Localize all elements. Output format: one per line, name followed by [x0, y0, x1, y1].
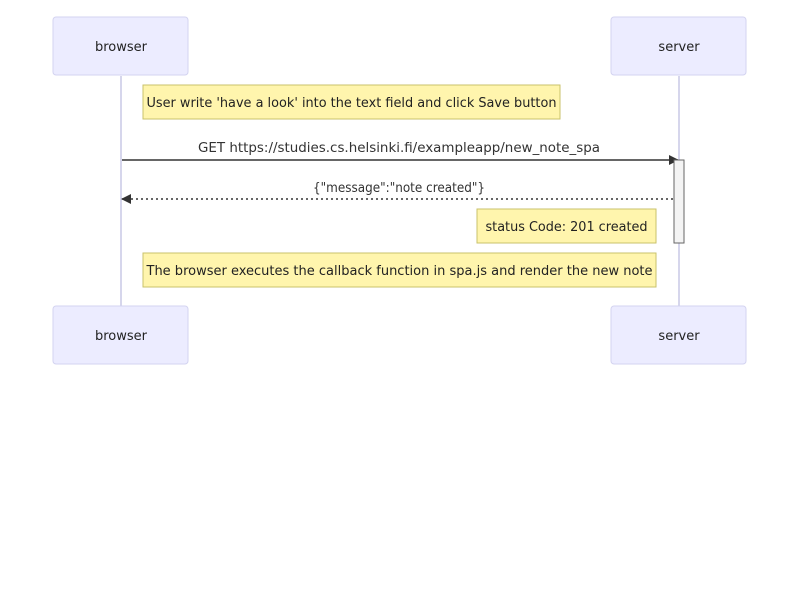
participant-label: browser — [95, 329, 148, 344]
participant-box — [52, 305, 189, 365]
participant-label: browser — [95, 40, 148, 55]
participant-server-bottom: server — [610, 305, 747, 365]
message-label: {"message":"note created"} — [313, 181, 485, 196]
participant-label: server — [658, 329, 700, 344]
note-text: The browser executes the callback functi… — [145, 264, 652, 279]
note-box — [476, 208, 657, 244]
message-label: GET https://studies.cs.helsinki.fi/examp… — [198, 141, 600, 156]
note-box — [142, 252, 657, 288]
note-callback: The browser executes the callback functi… — [142, 252, 657, 288]
participant-server-top: server — [610, 16, 747, 76]
note-box — [142, 84, 561, 120]
participant-box — [52, 16, 189, 76]
note-user-action: User write 'have a look' into the text f… — [142, 84, 561, 120]
server-activation-bar — [673, 159, 685, 244]
note-status: status Code: 201 created — [476, 208, 657, 244]
participant-box — [610, 305, 747, 365]
message-request: GET https://studies.cs.helsinki.fi/examp… — [122, 141, 679, 165]
participant-box — [610, 16, 747, 76]
participant-browser-bottom: browser — [52, 305, 189, 365]
participant-label: server — [658, 40, 700, 55]
note-text: User write 'have a look' into the text f… — [147, 96, 557, 111]
participant-browser-top: browser — [52, 16, 189, 76]
message-response: {"message":"note created"} — [121, 181, 673, 204]
note-text: status Code: 201 created — [486, 220, 648, 235]
